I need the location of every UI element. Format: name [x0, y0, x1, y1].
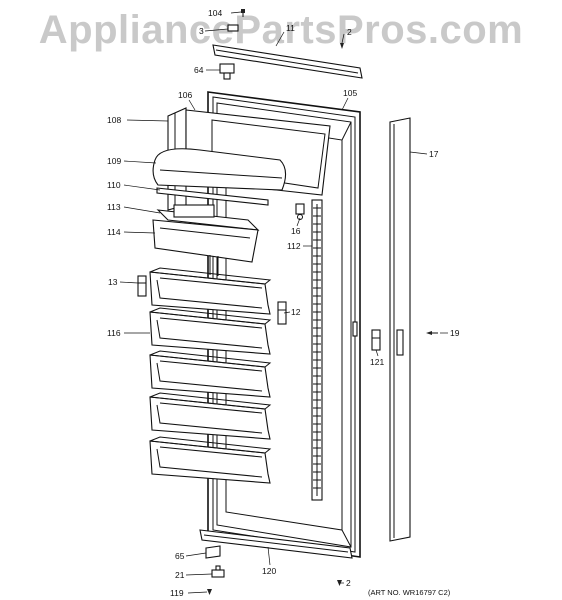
shelf-rail-112: [311, 199, 323, 501]
handle-clip-121: [371, 329, 381, 351]
callout-21: 21: [175, 570, 185, 580]
door-bin: [149, 350, 272, 398]
callout-108: 108: [107, 115, 122, 125]
door-bins-116: [149, 267, 272, 484]
callout-121: 121: [370, 357, 385, 367]
callout-114: 114: [107, 227, 121, 237]
leader-lines: [119, 11, 448, 594]
hinge-21: [211, 565, 225, 578]
callout-106: 106: [178, 90, 193, 100]
hinge-65: [205, 545, 221, 559]
callout-113: 113: [107, 202, 121, 212]
callout-110: 110: [107, 180, 121, 190]
clip-16: [295, 203, 305, 220]
callout-119: 119: [170, 588, 184, 598]
door-bin: [149, 392, 272, 440]
callout-65: 65: [175, 551, 185, 561]
bracket-13: [137, 275, 147, 297]
callout-2-bottom: 2: [346, 578, 351, 588]
screw-2-top: [340, 43, 344, 49]
handle-strip-17: [389, 117, 411, 542]
bracket-3: [227, 24, 239, 32]
callout-104: 104: [208, 8, 223, 18]
door-bin: [149, 267, 272, 315]
callout-16: 16: [291, 226, 301, 236]
top-hinge-strip: [212, 44, 363, 79]
watermark: AppliancePartsPros.com: [38, 8, 524, 52]
callout-17: 17: [429, 149, 439, 159]
callout-105: 105: [343, 88, 358, 98]
storage-bin-114: [152, 204, 260, 276]
bottom-hinge-strip: [199, 529, 353, 559]
callout-19: 19: [450, 328, 460, 338]
callout-109: 109: [107, 156, 122, 166]
door-bin: [149, 307, 272, 355]
callout-120: 120: [262, 566, 277, 576]
dairy-compartment: [152, 107, 331, 211]
hinge-cam-64: [219, 63, 235, 80]
callout-2-top: 2: [347, 27, 352, 37]
screw-19: [426, 331, 438, 335]
art-number: (ART NO. WR16797 C2): [368, 588, 451, 597]
callout-64: 64: [194, 65, 204, 75]
screw-104: [241, 9, 245, 17]
callout-13: 13: [108, 277, 118, 287]
door-bin: [149, 436, 272, 484]
callout-12: 12: [291, 307, 301, 317]
screw-119: [207, 589, 212, 595]
callout-3: 3: [199, 26, 204, 36]
callout-112: 112: [287, 241, 301, 251]
callout-116: 116: [107, 328, 121, 338]
liner-slot: [352, 321, 358, 337]
callout-11: 11: [286, 23, 295, 33]
